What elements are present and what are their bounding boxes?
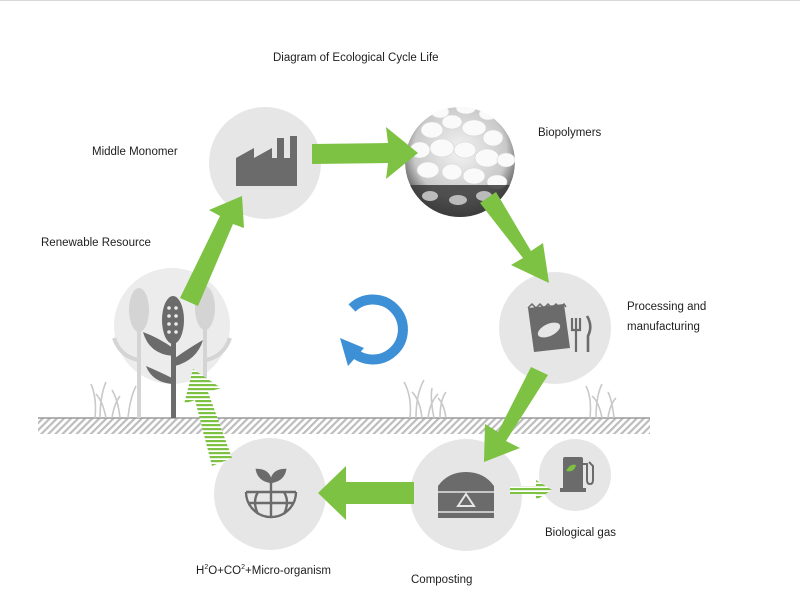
arrow-to-middle-monomer — [180, 196, 244, 306]
diagram-title: Diagram of Ecological Cycle Life — [273, 52, 439, 64]
globe-plant-icon — [244, 468, 298, 519]
arrow-to-biopolymers — [312, 127, 418, 179]
label-processing-line2: manufacturing — [627, 321, 700, 333]
fuel-pump-icon — [560, 457, 594, 492]
arrow-to-processing — [480, 192, 549, 283]
label-processing-line1: Processing and — [627, 301, 707, 313]
arrow-to-h2o — [318, 466, 414, 520]
arrow-to-composting — [484, 367, 548, 462]
label-biological-gas: Biological gas — [545, 527, 616, 539]
cycle-arrow-icon — [340, 294, 408, 366]
cycle-arrows — [180, 127, 549, 520]
label-renewable-resource: Renewable Resource — [41, 237, 151, 249]
top-border — [0, 0, 800, 1]
ground — [38, 417, 650, 434]
grass-decoration — [90, 379, 617, 419]
package-food-icon — [527, 302, 592, 352]
label-middle-monomer: Middle Monomer — [92, 146, 178, 158]
label-biopolymers: Biopolymers — [538, 127, 602, 139]
arrow-to-biological-gas — [510, 480, 552, 500]
arrow-return-striped — [184, 369, 232, 466]
label-h2o-co2-micro-organism: H2O+CO2+Micro-organism — [196, 564, 331, 577]
label-composting: Composting — [411, 574, 473, 586]
factory-icon — [236, 136, 297, 186]
corn-plant-icon — [112, 286, 232, 418]
pellets-image — [405, 107, 515, 217]
compost-bin-icon — [438, 472, 494, 518]
